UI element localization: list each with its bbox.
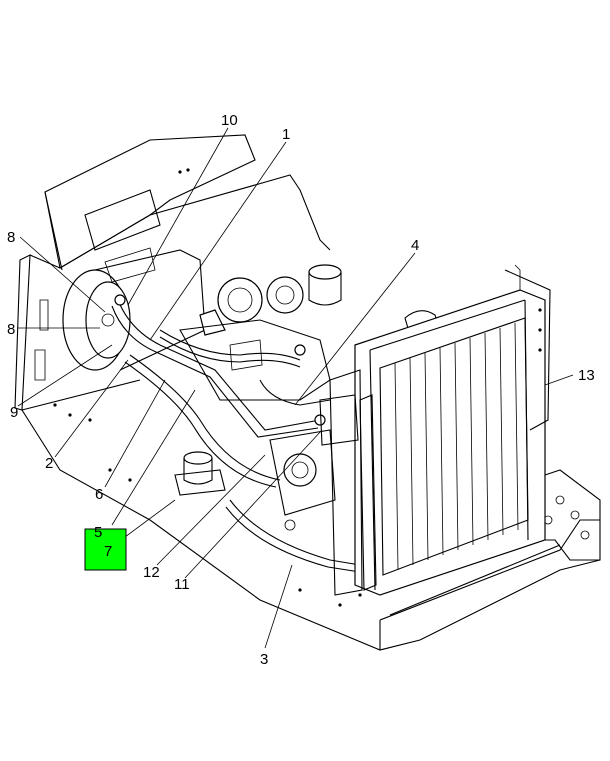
engine-turbo bbox=[179, 264, 441, 401]
ac-hoses bbox=[111, 294, 361, 573]
callout-labels: 10 1 4 8 8 13 9 2 6 5 7 12 11 3 bbox=[7, 112, 595, 668]
callout-13[interactable]: 13 bbox=[578, 367, 595, 384]
callout-11[interactable]: 11 bbox=[174, 576, 190, 593]
callout-2[interactable]: 2 bbox=[45, 455, 53, 472]
callout-9[interactable]: 9 bbox=[10, 404, 18, 421]
callout-3[interactable]: 3 bbox=[260, 651, 268, 668]
callout-1[interactable]: 1 bbox=[282, 126, 290, 143]
blower-housing bbox=[62, 247, 206, 371]
receiver-dryer bbox=[174, 451, 226, 496]
callout-10[interactable]: 10 bbox=[221, 112, 238, 129]
leader-lines bbox=[17, 127, 574, 649]
callout-8-upper[interactable]: 8 bbox=[7, 229, 15, 246]
callout-8-lower[interactable]: 8 bbox=[7, 321, 15, 338]
condenser-tubes bbox=[394, 322, 519, 571]
condenser-radiator bbox=[319, 264, 551, 596]
callout-6[interactable]: 6 bbox=[95, 486, 103, 503]
callout-5[interactable]: 5 bbox=[94, 524, 102, 541]
callout-12[interactable]: 12 bbox=[143, 564, 160, 581]
callout-7[interactable]: 7 bbox=[104, 543, 112, 560]
callout-4[interactable]: 4 bbox=[411, 237, 419, 254]
highlighted-callout-box[interactable] bbox=[84, 528, 127, 571]
